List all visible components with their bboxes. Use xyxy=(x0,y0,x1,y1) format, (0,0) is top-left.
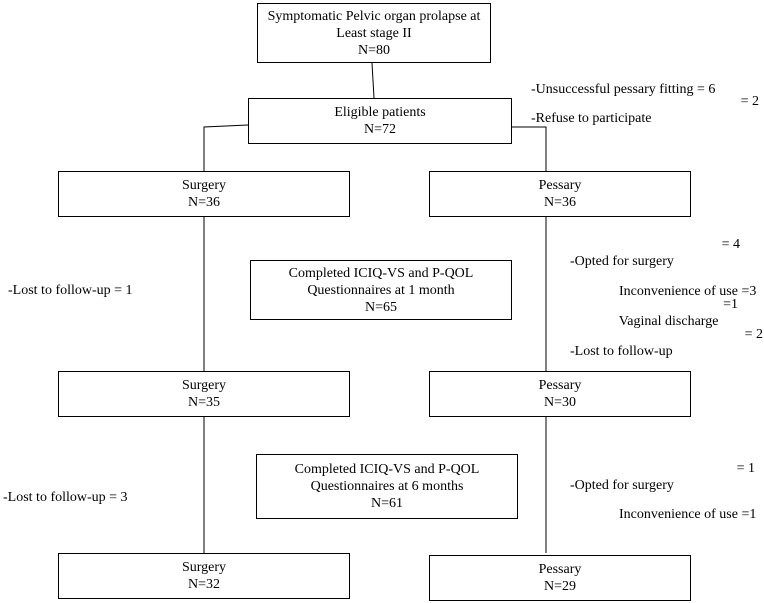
surgery-count: N=32 xyxy=(187,577,220,592)
exclusion-label: -Unsuccessful pessary fitting xyxy=(531,82,694,97)
pessary-arm-box-1-month: Pessary N=30 xyxy=(429,371,691,417)
completed-line2: Questionnaires at 6 months xyxy=(310,479,464,494)
completed-6-months-box: Completed ICIQ-VS and P-QOL Questionnair… xyxy=(256,454,518,519)
pessary-label: Pessary xyxy=(538,178,582,193)
surgery-arm-box-6-months: Surgery N=32 xyxy=(58,553,350,599)
surgery-lost-followup-1: -Lost to follow-up = 1 xyxy=(8,283,133,298)
pessary-count: N=29 xyxy=(543,579,576,594)
completed-line1: Completed ICIQ-VS and P-QOL xyxy=(294,462,480,477)
loss-value: =3 xyxy=(741,284,757,299)
surgery-count: N=35 xyxy=(187,395,220,410)
loss-value: = 4 xyxy=(721,237,740,252)
surgery-label: Surgery xyxy=(181,560,227,575)
connector-eligible-to-surgery xyxy=(203,124,249,171)
completed-count: N=61 xyxy=(370,496,403,511)
pessary-label: Pessary xyxy=(538,562,582,577)
pessary-count: N=36 xyxy=(543,195,576,210)
surgery-lost-followup-2: -Lost to follow-up = 3 xyxy=(3,490,128,505)
surgery-arm-box-1-month: Surgery N=35 xyxy=(58,371,350,417)
pessary-inconvenience-2: Inconvenience of use =1 xyxy=(612,489,756,523)
surgery-label: Surgery xyxy=(181,178,227,193)
loss-label: Inconvenience of use xyxy=(619,507,738,522)
loss-label: -Opted for surgery xyxy=(570,254,674,269)
pessary-inconvenience-1: Inconvenience of use =3 xyxy=(612,266,756,300)
surgery-arm-box-baseline: Surgery N=36 xyxy=(58,171,350,217)
eligible-label: Eligible patients xyxy=(334,105,426,120)
enrollment-line1: Symptomatic Pelvic organ prolapse at xyxy=(267,8,481,24)
connector-top-to-eligible xyxy=(371,62,375,99)
pessary-count: N=30 xyxy=(543,395,576,410)
surgery-label: Surgery xyxy=(181,378,227,393)
loss-value: =1 xyxy=(723,297,738,312)
loss-label: Vaginal discharge xyxy=(618,314,719,329)
loss-value: = 2 xyxy=(744,327,763,342)
connector-eligible-to-pessary xyxy=(512,126,547,171)
exclusion-label: -Refuse to participate xyxy=(531,111,652,126)
completed-line1: Completed ICIQ-VS and P-QOL xyxy=(288,265,474,281)
exclusion-value: = 2 xyxy=(740,94,759,109)
loss-value: = 1 xyxy=(736,461,755,476)
pessary-arm-box-6-months: Pessary N=29 xyxy=(429,555,691,601)
loss-label: Inconvenience of use xyxy=(619,284,738,299)
enrollment-line2: Least stage II xyxy=(336,25,412,41)
exclusion-refused: -Refuse to participate = 2 xyxy=(524,93,759,127)
eligible-box: Eligible patients N=72 xyxy=(248,98,512,144)
completed-line2: Questionnaires at 1 month xyxy=(307,282,455,298)
surgery-count: N=36 xyxy=(187,195,220,210)
loss-value: =1 xyxy=(741,507,757,522)
enrollment-box: Symptomatic Pelvic organ prolapse at Lea… xyxy=(257,3,491,63)
loss-label: -Lost to follow-up xyxy=(570,344,673,359)
exclusion-value: = 6 xyxy=(697,82,716,97)
pessary-opted-surgery-2: -Opted for surgery = 1 xyxy=(563,460,755,494)
completed-1-month-box: Completed ICIQ-VS and P-QOL Questionnair… xyxy=(250,260,512,320)
completed-count: N=65 xyxy=(364,299,397,315)
eligible-count: N=72 xyxy=(363,122,396,137)
pessary-opted-surgery-1: -Opted for surgery = 4 xyxy=(563,236,740,270)
pessary-lost-followup-1: -Lost to follow-up = 2 xyxy=(563,326,763,360)
pessary-vaginal-discharge: Vaginal discharge =1 xyxy=(612,296,738,330)
enrollment-count: N=80 xyxy=(357,42,390,58)
pessary-arm-box-baseline: Pessary N=36 xyxy=(429,171,691,217)
loss-label: -Opted for surgery xyxy=(570,478,674,493)
pessary-label: Pessary xyxy=(538,378,582,393)
exclusion-unsuccessful-fitting: -Unsuccessful pessary fitting = 6 xyxy=(524,64,715,98)
